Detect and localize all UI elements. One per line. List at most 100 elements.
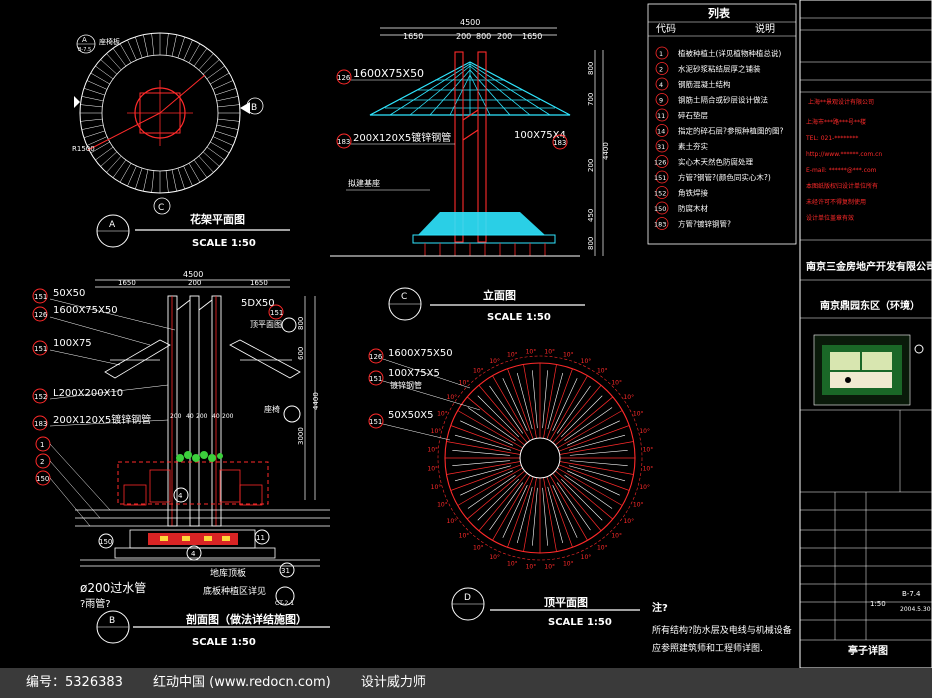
elev-note: 拟建基座 xyxy=(348,178,380,188)
roof-angle-label: 10° xyxy=(489,358,500,365)
plan-a-tag: A xyxy=(109,220,116,230)
roof-angle-label: 10° xyxy=(597,544,608,551)
elev-tag: C xyxy=(401,292,407,302)
footer-slogan: 设计威力师 xyxy=(360,675,426,690)
elev-label-1: 1600X75X50 xyxy=(353,67,424,80)
roof-angle-label: 10° xyxy=(526,564,537,571)
seal-line: TEL: 021-******** xyxy=(805,135,858,142)
legend-code-circle xyxy=(655,139,669,153)
plan-a-seat-note: 座椅板 xyxy=(99,37,120,46)
elev-label-code-1: 126 xyxy=(337,74,351,82)
elev-dim-2: 200 xyxy=(456,32,471,41)
legend-code: 11 xyxy=(657,112,665,120)
section-ref: CT-2.1 xyxy=(275,600,294,607)
elev-rdim-6: 800 xyxy=(587,237,595,250)
legend-code-circle xyxy=(655,108,669,122)
section-label-1: 50X50 xyxy=(53,288,85,299)
roof-label-3: 镀锌钢管 xyxy=(390,380,422,390)
seal-line: http://www.******.com.cn xyxy=(806,151,882,158)
legend-code-circle xyxy=(655,62,669,75)
pipe-note-2: ?雨管? xyxy=(80,597,111,610)
elev-dim-1: 1650 xyxy=(403,32,423,41)
legend-code: 151 xyxy=(654,174,666,182)
pipe-note: ø200过水管 xyxy=(80,580,146,595)
plan-a-radius: R1500 xyxy=(72,145,95,153)
legend-desc: 钢筋混凝土结构 xyxy=(678,79,731,89)
watermark-footer: 编号：5326383 红动中国 (www.redocn.com) 设计威力师 xyxy=(0,668,932,698)
elev-rdim-1: 800 xyxy=(587,62,595,75)
plan-a-title: 花架平面图 xyxy=(190,212,245,226)
legend-note-1: 所有结构?防水层及电线与机械设备 xyxy=(652,624,792,636)
section-mid-code-4: 150 xyxy=(99,538,112,546)
legend-desc: 防腐木材 xyxy=(678,203,708,213)
roof-angle-label: 10° xyxy=(437,410,448,417)
footer-id: 编号：5326383 xyxy=(26,675,123,690)
legend-code-circle xyxy=(655,46,669,60)
elev-label-3: 100X75X4 xyxy=(514,130,566,141)
legend-code: 31 xyxy=(657,143,665,151)
section-mid-code-2: 4 xyxy=(191,550,196,558)
roof-angle-label: 10° xyxy=(643,465,654,472)
elev-label-code-3: 183 xyxy=(553,139,566,147)
legend-code-circle xyxy=(655,77,669,91)
section-mid-code-1: 4 xyxy=(178,492,183,500)
roof-angle-label: 10° xyxy=(623,518,634,525)
section-code-150: 150 xyxy=(36,475,49,483)
section-label-2: 1600X75X50 xyxy=(53,305,118,316)
legend-code: 183 xyxy=(654,221,666,229)
section-code-2: 2 xyxy=(40,458,44,466)
section-lcode-1: 151 xyxy=(34,293,47,301)
title-sheet-no: B-7.4 xyxy=(902,590,921,598)
stamp-company: 上海**景观设计有限公司 xyxy=(808,98,874,106)
legend-code: 2 xyxy=(659,66,663,74)
section-rdim-2: 600 xyxy=(297,347,305,360)
legend-desc: 角铁焊接 xyxy=(678,188,708,198)
legend-code-circle xyxy=(655,124,669,137)
roof-angle-label: 10° xyxy=(427,447,438,454)
roof-label-2: 100X75X5 xyxy=(388,368,440,379)
elev-dim-3: 800 xyxy=(476,32,491,41)
roof-scale: SCALE 1:50 xyxy=(548,617,612,628)
roof-angle-label: 10° xyxy=(459,532,470,539)
plan-a-view: A B-7.5 座椅板 B C R1500 A 花架平面图 SCALE 1:50 xyxy=(72,32,290,249)
elev-rdim-2: 700 xyxy=(587,93,595,106)
section-dim-3: 1650 xyxy=(250,279,268,287)
legend-code: 150 xyxy=(654,205,666,213)
legend-note-2: 应参照建筑师和工程师详图. xyxy=(652,642,763,654)
roof-angle-label: 10° xyxy=(437,502,448,509)
roof-angle-label: 10° xyxy=(447,518,458,525)
legend-col-desc: 说明 xyxy=(755,22,775,35)
seal-line: 本图纸版权归设计单位所有 xyxy=(806,182,878,190)
roof-code-1: 126 xyxy=(369,353,383,361)
elev-rdim-5: 450 xyxy=(587,209,595,222)
legend-desc: 方管?镀锌钢管? xyxy=(678,219,731,229)
section-rdim-3: 4400 xyxy=(312,392,320,410)
section-inner-dims-3: 200 xyxy=(196,413,208,420)
legend-col-code: 代码 xyxy=(656,23,676,35)
elev-rdim-4: 4400 xyxy=(602,142,610,160)
roof-angle-label: 10° xyxy=(633,502,644,509)
legend-desc: 植被种植土(详见植物种植总说) xyxy=(678,48,781,58)
roof-angle-label: 10° xyxy=(581,554,592,561)
section-code-1: 1 xyxy=(40,441,44,449)
roof-angle-label: 10° xyxy=(611,380,622,387)
roof-angle-label: 10° xyxy=(526,348,537,355)
plan-a-mark-c: C xyxy=(158,203,164,213)
seal-line: 未经许可不得复制使用 xyxy=(806,198,866,206)
legend-code-circle xyxy=(655,93,669,106)
section-dim-2: 200 xyxy=(188,279,201,287)
roof-angle-label: 10° xyxy=(459,380,470,387)
section-rcode-1: 151 xyxy=(270,309,283,317)
roof-angle-label: 10° xyxy=(473,544,484,551)
roof-angle-label: 10° xyxy=(507,352,518,359)
drawing-title: 亭子详图 xyxy=(848,644,888,657)
elev-dim-4: 200 xyxy=(497,32,512,41)
section-inner-dims-5: 200 xyxy=(222,413,234,420)
roof-label-4: 50X50X5 xyxy=(388,410,434,421)
roof-angle-label: 10° xyxy=(427,465,438,472)
section-rdim-4: 3000 xyxy=(297,427,305,445)
elev-title: 立面图 xyxy=(483,288,516,302)
section-label-8: 座椅 xyxy=(264,404,280,414)
legend-desc: 碎石垫层 xyxy=(678,110,708,120)
